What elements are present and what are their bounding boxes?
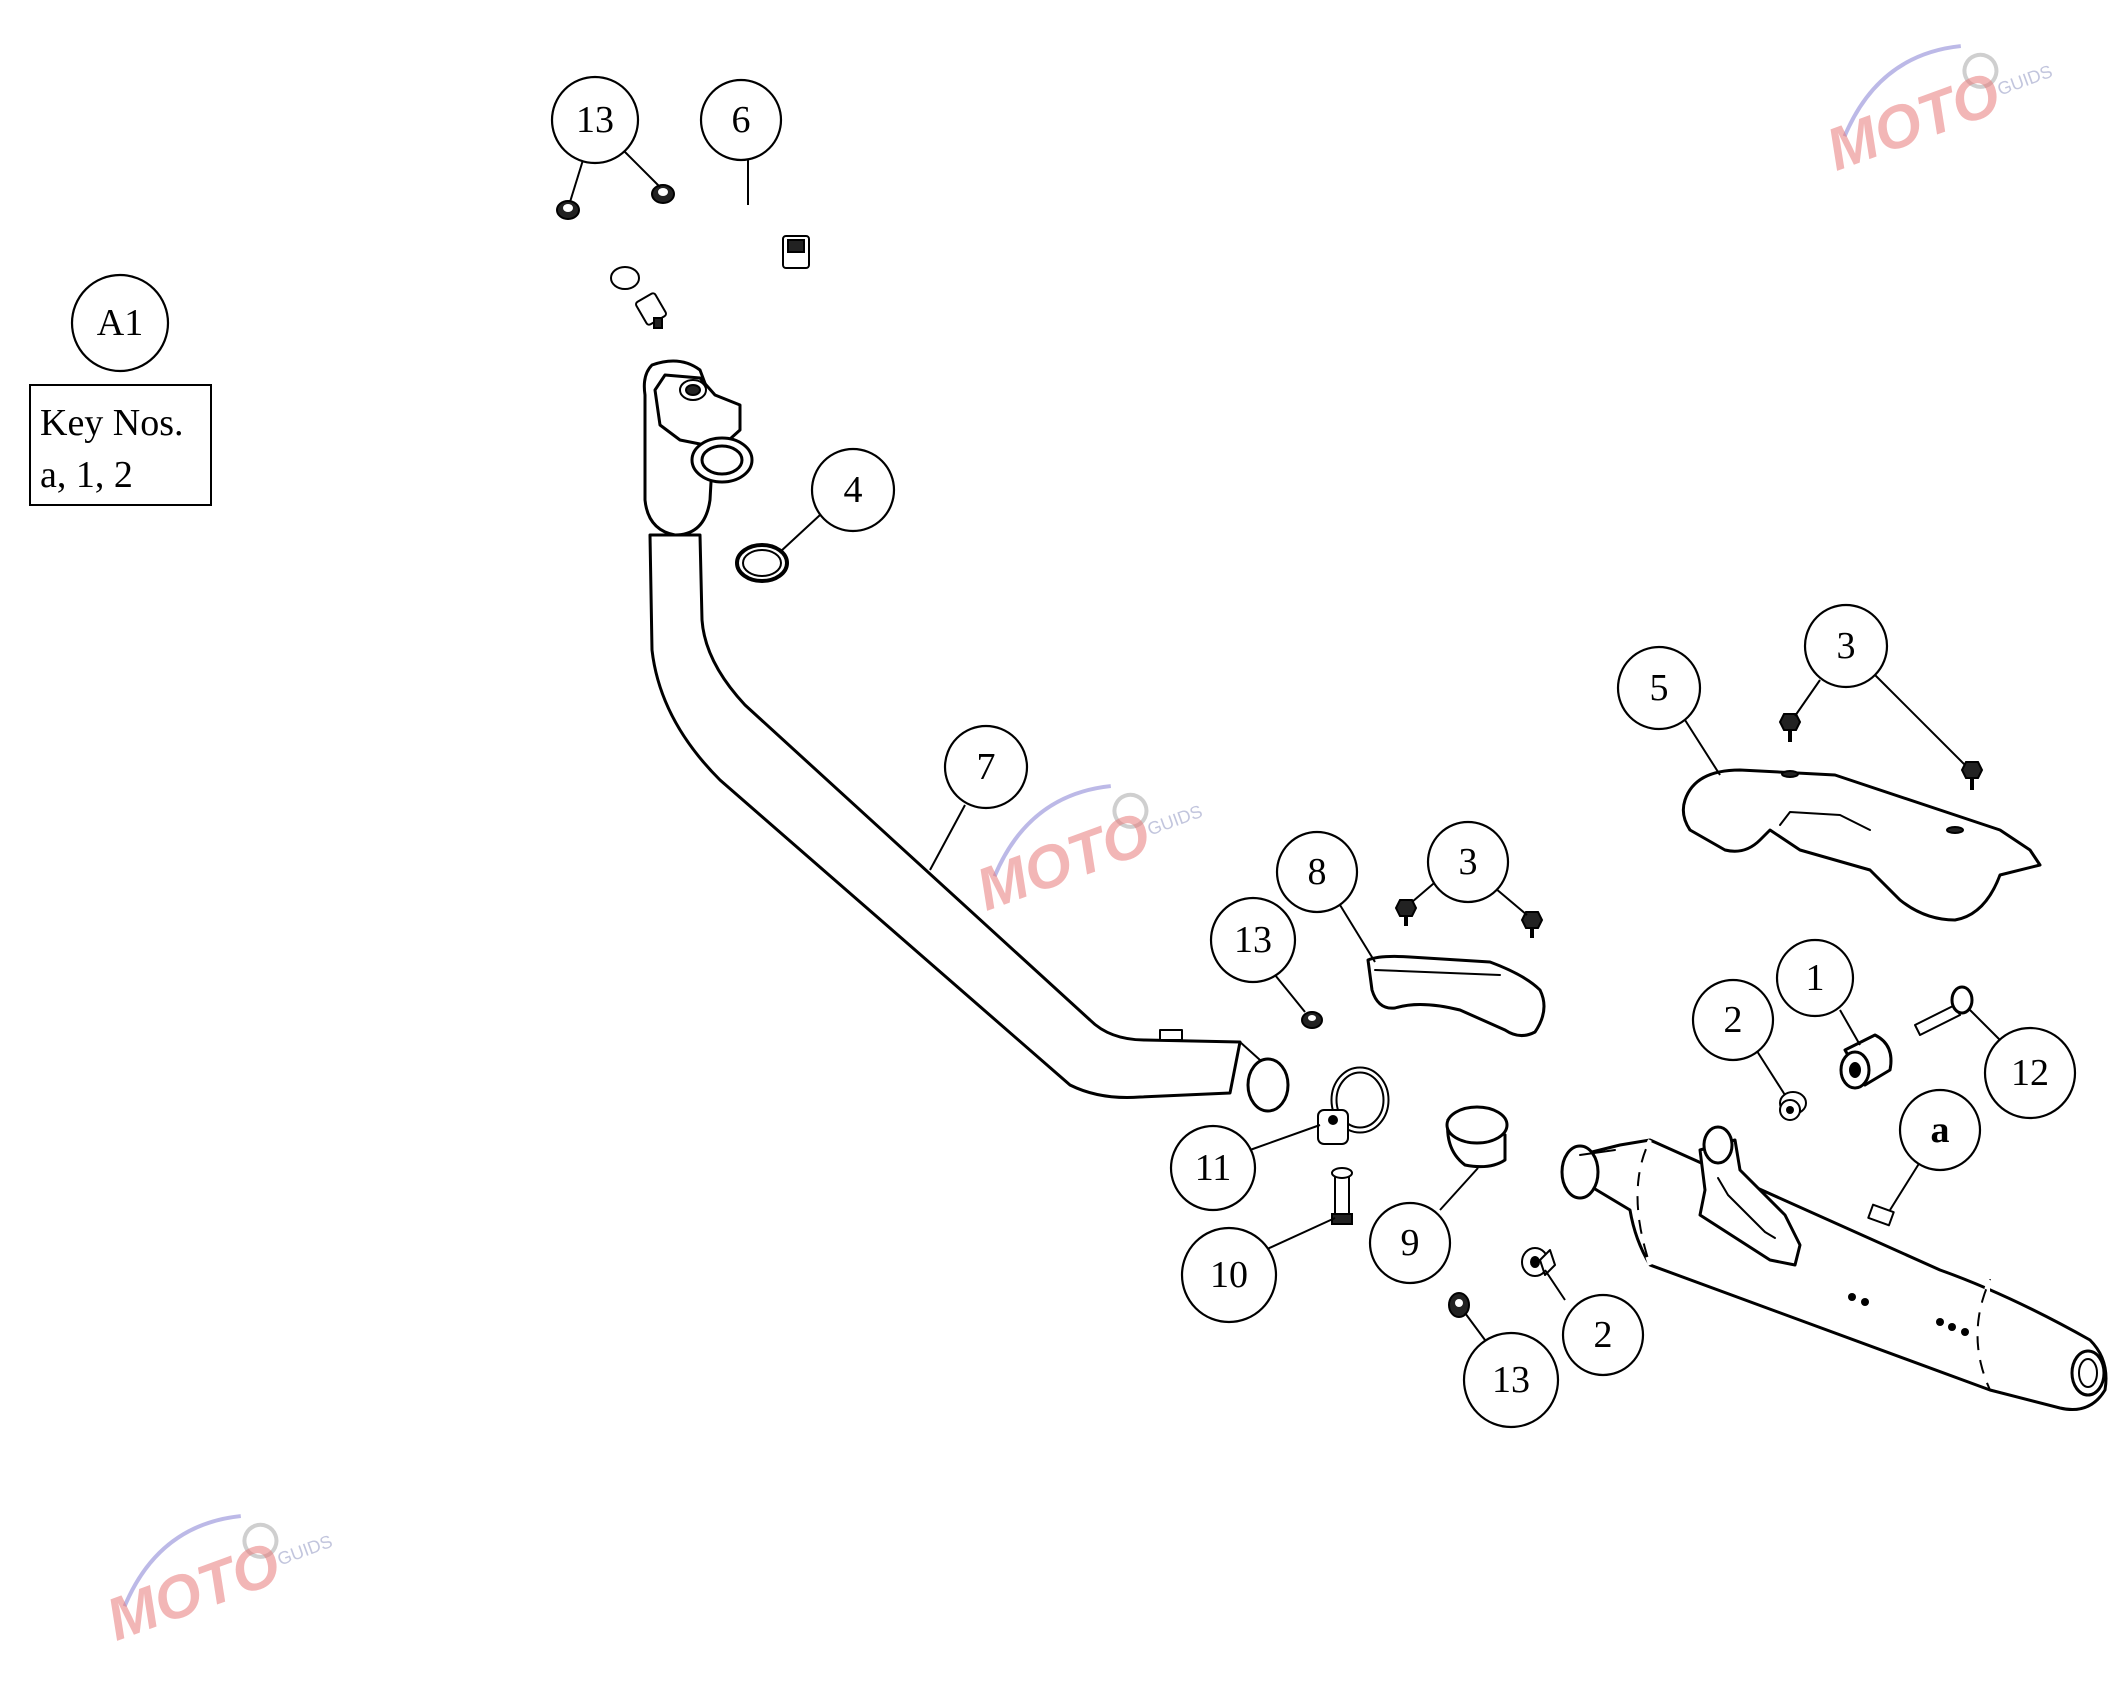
clamp-bolt [1331,1167,1353,1225]
callout-label: 13 [576,99,614,141]
callout-label: 12 [2011,1052,2049,1094]
callout-label: 5 [1650,667,1669,709]
callout-13-bottom: 13 [1462,1331,1560,1429]
watermark-bottom-left: MOTO GUIDS [98,1514,335,1653]
callout-a1: A1 [70,273,170,373]
callout-6: 6 [699,78,783,162]
callout-13-mid: 13 [1209,896,1297,984]
nut-13-top-right [651,184,675,204]
nut-13-bottom [1448,1292,1470,1318]
callout-label: 11 [1195,1147,1232,1189]
muffler-mount-bolt [1914,985,1974,1036]
callout-label: 1 [1806,957,1825,999]
leader-lines [569,149,2001,1341]
oxygen-sensor-harness [610,192,810,329]
callout-label: 2 [1594,1314,1613,1356]
key-numbers-box: Key Nos. a, 1, 2 [29,384,212,506]
washer-2-bottom [1521,1247,1556,1277]
bolt-3-right-b [1960,761,1984,790]
callout-label: 3 [1837,625,1856,667]
callout-5: 5 [1616,645,1702,731]
callout-label: 13 [1234,919,1272,961]
bolt-3-mid-a [1394,899,1418,926]
callout-label: 3 [1459,841,1478,883]
callout-4: 4 [810,447,896,533]
callout-label: 7 [977,746,996,788]
watermark-top-right: MOTO GUIDS [1818,44,2055,183]
watermark-brand-text: MOTO [968,799,1159,923]
watermark-brand-text: MOTO [98,1529,289,1653]
callout-label: 6 [732,99,751,141]
callout-1: 1 [1775,938,1855,1018]
callout-2-bottom: 2 [1561,1293,1645,1377]
callout-label: 9 [1401,1222,1420,1264]
pipe-sleeve [1445,1105,1509,1169]
callout-label: A1 [97,302,143,344]
callout-label: a [1931,1109,1950,1151]
heat-shield-rear [1681,768,2042,922]
callout-2-top: 2 [1691,978,1775,1062]
exhaust-header-pipe [642,359,1290,1113]
rubber-grommet [1839,1033,1893,1090]
pipe-clamp [1317,1066,1390,1145]
callout-11: 11 [1169,1124,1257,1212]
heat-shield-front [1366,954,1546,1037]
callout-12: 12 [1983,1026,2077,1120]
callout-label: 4 [844,469,863,511]
bolt-3-right-a [1778,713,1802,742]
callout-3-mid: 3 [1426,820,1510,904]
callout-9: 9 [1368,1201,1452,1285]
muffler-silencer [1560,1125,2108,1411]
watermark-brand-text: MOTO [1818,59,2009,183]
callout-label: 8 [1308,851,1327,893]
callout-8: 8 [1275,830,1359,914]
exhaust-gasket [735,543,789,583]
nut-13-top-left [556,200,580,220]
key-box-line-1: Key Nos. [40,402,184,444]
callout-label: 10 [1210,1254,1248,1296]
watermark-sub-text: GUIDS [275,1531,335,1569]
callout-10: 10 [1180,1226,1278,1324]
bolt-3-mid-b [1520,911,1544,938]
callout-label: 2 [1724,999,1743,1041]
washer-2-top [1779,1091,1807,1121]
callout-a: a [1898,1088,1982,1172]
watermark-sub-text: GUIDS [1145,801,1205,839]
watermark-sub-text: GUIDS [1995,61,2055,99]
callout-label: 13 [1492,1359,1530,1401]
nut-13-mid [1301,1011,1323,1029]
callout-7: 7 [943,724,1029,810]
callout-3-right: 3 [1803,603,1889,689]
key-box-line-2: a, 1, 2 [40,454,133,496]
callout-13-top: 13 [550,75,640,165]
